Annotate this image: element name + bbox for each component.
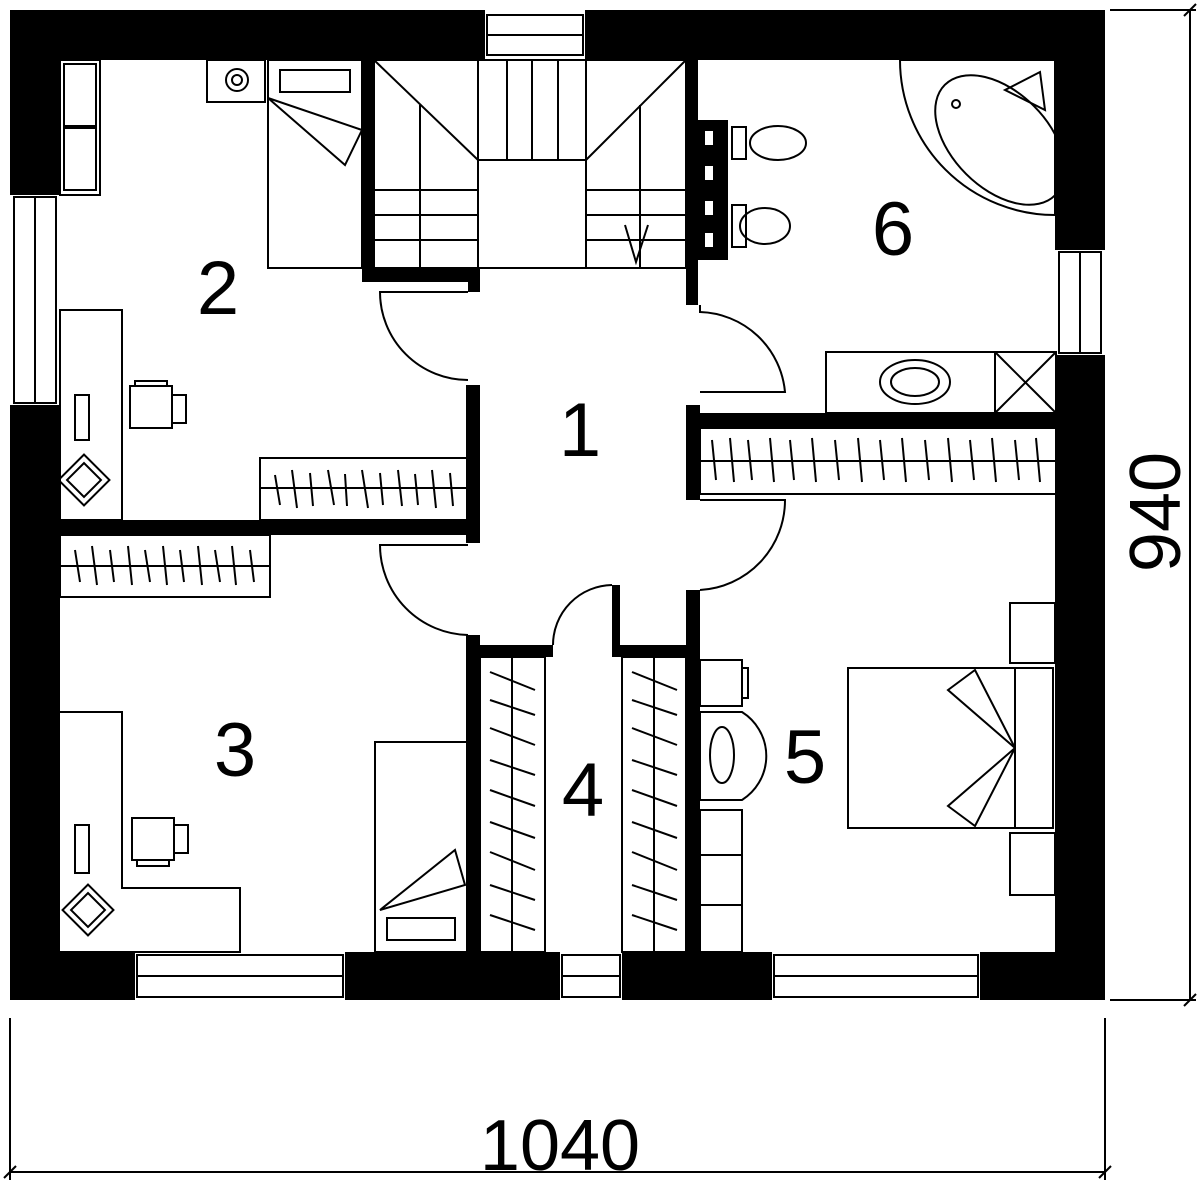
width-dimension: 1040	[3, 1018, 1112, 1186]
room-label-5: 5	[784, 715, 826, 800]
room-6-fixtures	[698, 59, 1066, 414]
exterior-walls	[10, 10, 1105, 1000]
windows	[13, 14, 1102, 998]
height-dimension-label: 940	[1116, 452, 1196, 572]
door-swings	[378, 291, 787, 646]
room-label-4: 4	[562, 748, 604, 833]
width-dimension-label: 1040	[480, 1106, 640, 1186]
room-label-2: 2	[197, 246, 239, 331]
interior-walls	[60, 60, 1056, 952]
room-label-6: 6	[872, 187, 914, 272]
height-dimension: 940	[1110, 3, 1197, 1007]
room-labels: 1 2 3 4 5 6	[197, 187, 914, 833]
room-label-3: 3	[214, 708, 256, 793]
room-2-furniture	[57, 59, 469, 521]
staircase	[373, 59, 687, 269]
room-3-furniture	[59, 534, 469, 953]
room-label-1: 1	[559, 388, 601, 473]
room-4-wardrobes	[479, 656, 687, 953]
room-5-furniture	[699, 427, 1057, 953]
